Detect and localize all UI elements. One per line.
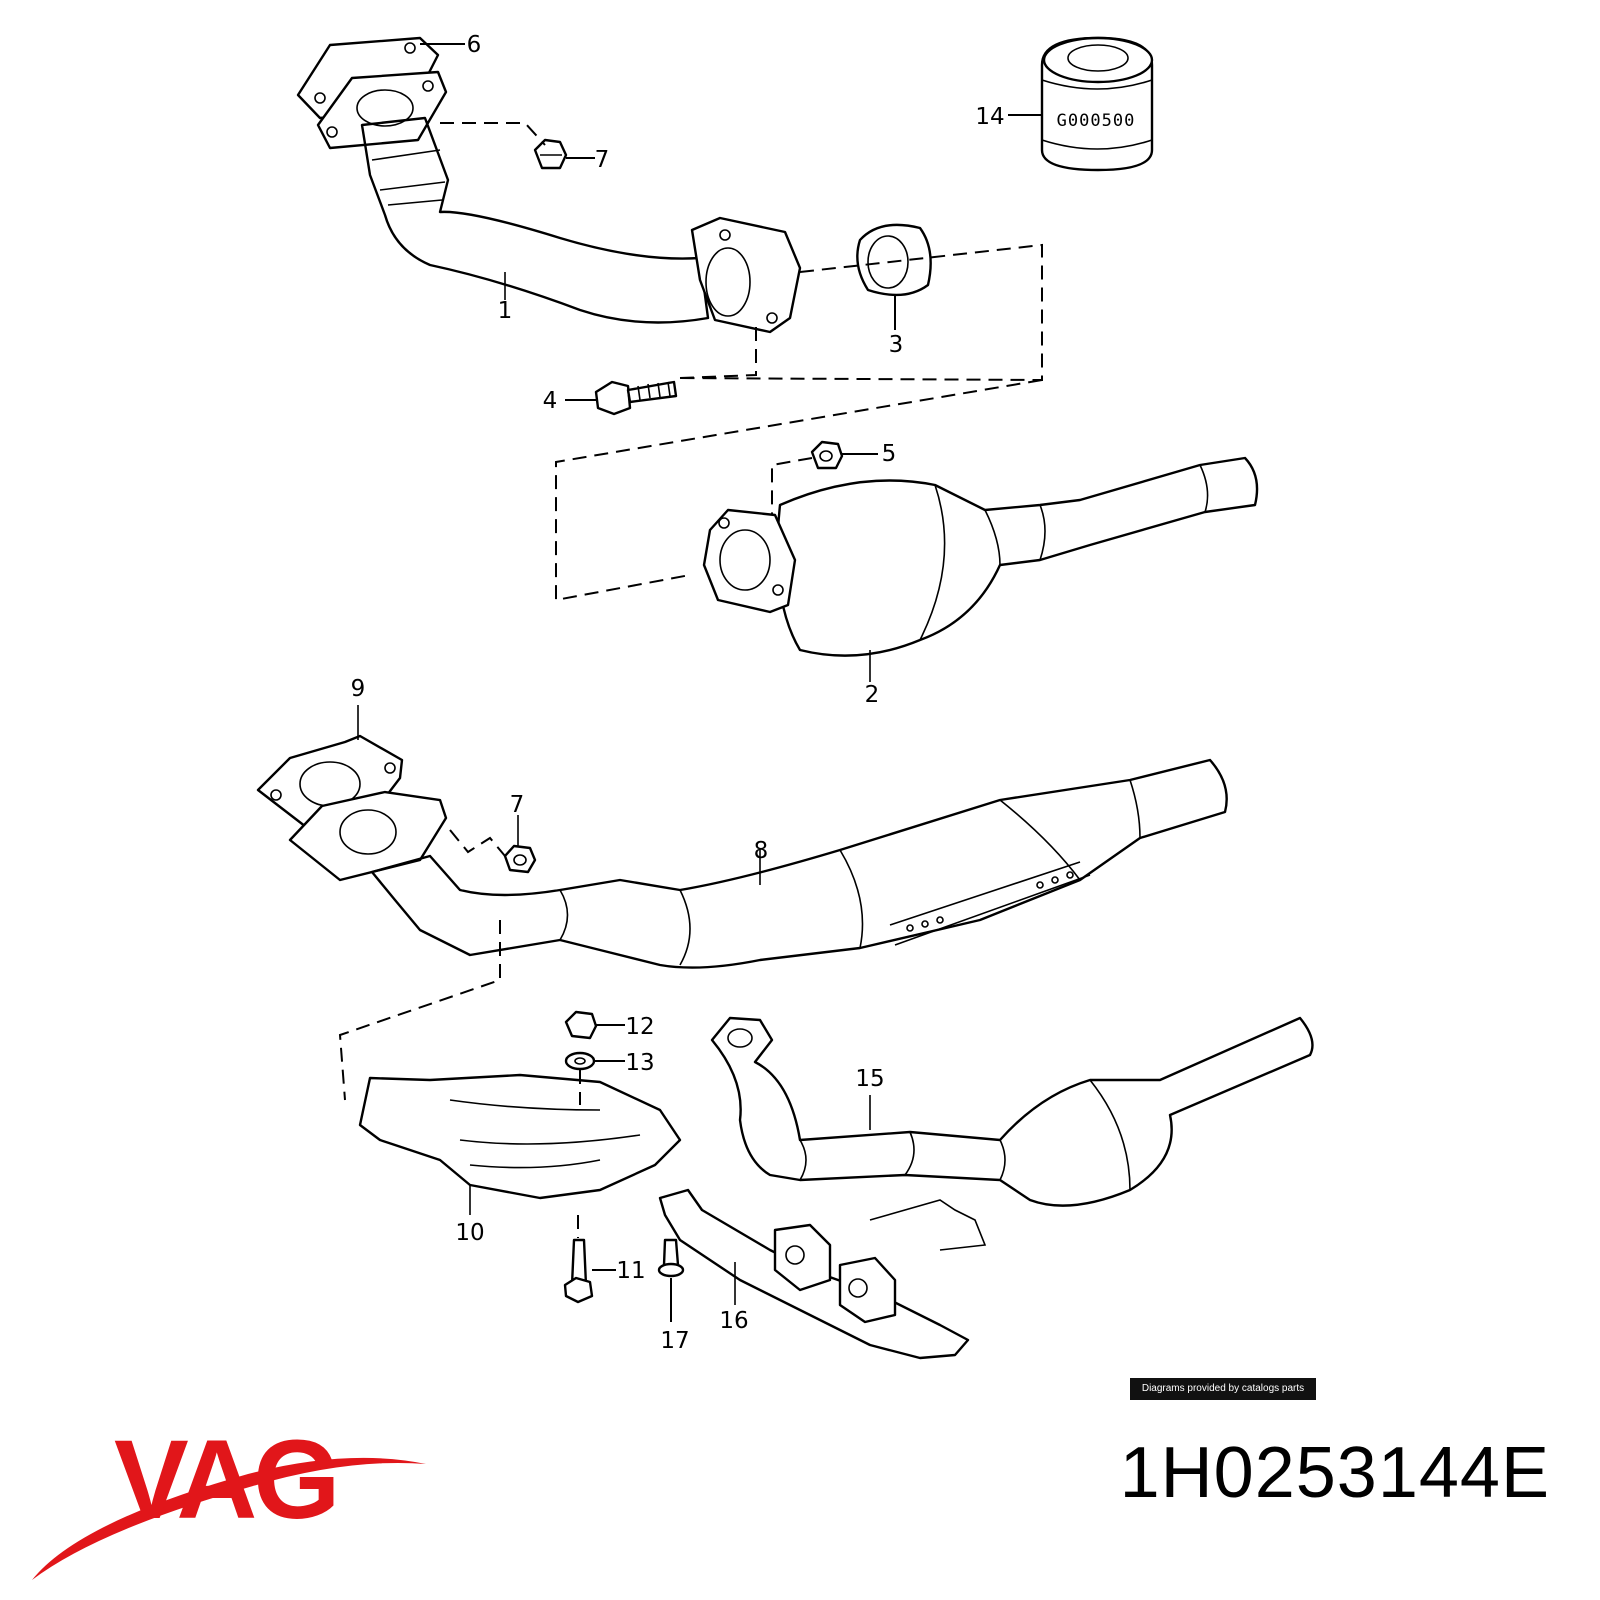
vag-logo-text: VAG xyxy=(114,1417,336,1542)
nut-part-12 xyxy=(564,1010,625,1040)
callout-5: 5 xyxy=(882,441,897,467)
callout-1: 1 xyxy=(498,298,513,324)
assembly-line-lower xyxy=(338,920,501,1101)
sleeve-part-14 xyxy=(1040,36,1154,172)
heat-shield-part-10 xyxy=(358,1073,682,1215)
callout-9: 9 xyxy=(351,676,366,702)
assembly-line-upper xyxy=(679,243,1043,382)
callout-15: 15 xyxy=(855,1066,884,1092)
assembly-line-4 xyxy=(679,320,757,379)
bolt-part-4 xyxy=(594,380,678,416)
catalytic-converter-part-2 xyxy=(702,456,1259,682)
callout-12: 12 xyxy=(625,1014,654,1040)
callout-2: 2 xyxy=(865,682,880,708)
callout-11: 11 xyxy=(616,1258,645,1284)
callout-13: 13 xyxy=(625,1050,654,1076)
bolt-part-17 xyxy=(657,1238,685,1322)
nut-part-5 xyxy=(771,440,844,520)
bolt-part-11 xyxy=(563,1215,616,1304)
part-14-stamp: G000500 xyxy=(1057,111,1136,131)
callout-6: 6 xyxy=(467,32,482,58)
callout-7-middle: 7 xyxy=(510,792,525,818)
pipe-with-converter-part-8 xyxy=(288,758,1228,969)
callout-16: 16 xyxy=(719,1308,748,1334)
exhaust-pipe-part-15 xyxy=(710,1016,1314,1251)
vag-logo: VAG xyxy=(32,1417,426,1580)
part-number: 1H0253144E xyxy=(1119,1433,1550,1513)
callout-14: 14 xyxy=(975,104,1004,130)
nut-part-7-middle xyxy=(449,815,537,874)
diagram-credit: Diagrams provided by catalogs parts xyxy=(1130,1378,1316,1400)
nut-part-7-top xyxy=(440,122,568,170)
front-pipe-part-1 xyxy=(296,36,802,334)
callout-4: 4 xyxy=(543,388,558,414)
callout-8: 8 xyxy=(754,838,769,864)
assembly-line-cat xyxy=(555,379,1043,602)
callout-10: 10 xyxy=(455,1220,484,1246)
callout-3: 3 xyxy=(889,332,904,358)
seal-ring-part-3 xyxy=(856,223,932,297)
callout-7-top: 7 xyxy=(595,147,610,173)
callout-17: 17 xyxy=(660,1328,689,1354)
bracket-part-16 xyxy=(658,1188,970,1360)
washer-part-13 xyxy=(564,1051,625,1105)
